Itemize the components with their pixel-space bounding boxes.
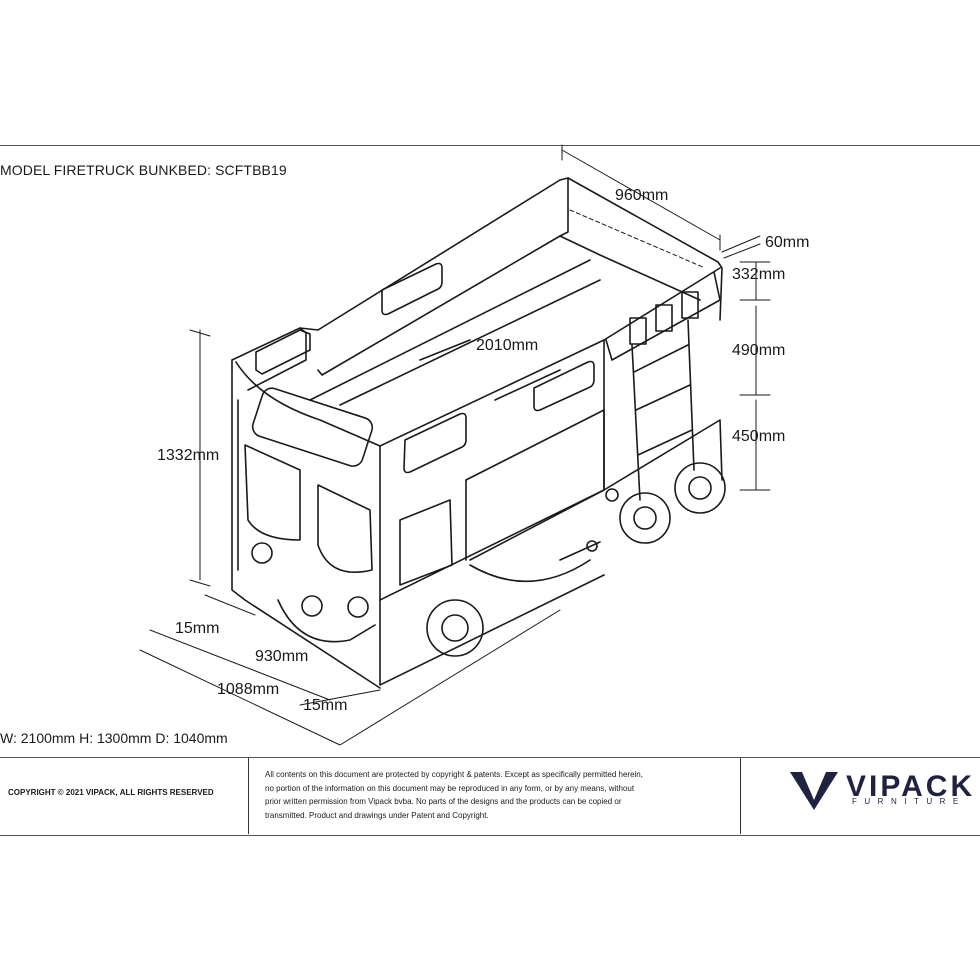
lower-bunk-outline: [244, 271, 723, 689]
upper-bunk-outline: [231, 177, 723, 601]
copyright-notice: COPYRIGHT © 2021 VIPACK, ALL RIGHTS RESE…: [8, 788, 214, 797]
vipack-logo-icon: [790, 772, 838, 810]
top-frame-line: [0, 145, 980, 146]
footer-bottom-line: [0, 835, 980, 836]
dim-depth-top: 960mm: [615, 187, 669, 204]
brand-name: VIPACK: [846, 770, 976, 803]
dim-length: 2010mm: [476, 337, 539, 354]
dim-margin-right: 15mm: [303, 697, 348, 714]
wheels: [426, 462, 726, 657]
dim-rail-top: 60mm: [765, 234, 810, 251]
dim-margin-left: 15mm: [175, 620, 220, 637]
overall-dimensions: W: 2100mm H: 1300mm D: 1040mm: [0, 730, 228, 746]
brand-subtitle: FURNITURE: [852, 797, 966, 806]
dim-height: 1332mm: [157, 447, 220, 464]
dim-inner-width: 930mm: [255, 648, 309, 665]
model-title: MODEL FIRETRUCK BUNKBED: SCFTBB19: [0, 162, 287, 178]
legal-line: no portion of the information on this do…: [265, 783, 635, 793]
dim-outer-width: 1088mm: [217, 681, 280, 698]
legal-line: transmitted. Product and drawings under …: [265, 810, 489, 820]
footer-divider-right: [740, 758, 741, 834]
footer-top-line: [0, 757, 980, 758]
dim-lower-level: 450mm: [732, 428, 786, 445]
legal-line: All contents on this document are protec…: [265, 770, 643, 779]
dimension-lines: [139, 144, 771, 746]
dim-upper-level: 490mm: [732, 342, 786, 359]
legal-notice: All contents on this document are protec…: [265, 768, 715, 822]
footer-divider-left: [248, 758, 249, 834]
dim-rail-height: 332mm: [732, 266, 786, 283]
legal-line: prior written permission from Vipack bvb…: [265, 797, 622, 806]
